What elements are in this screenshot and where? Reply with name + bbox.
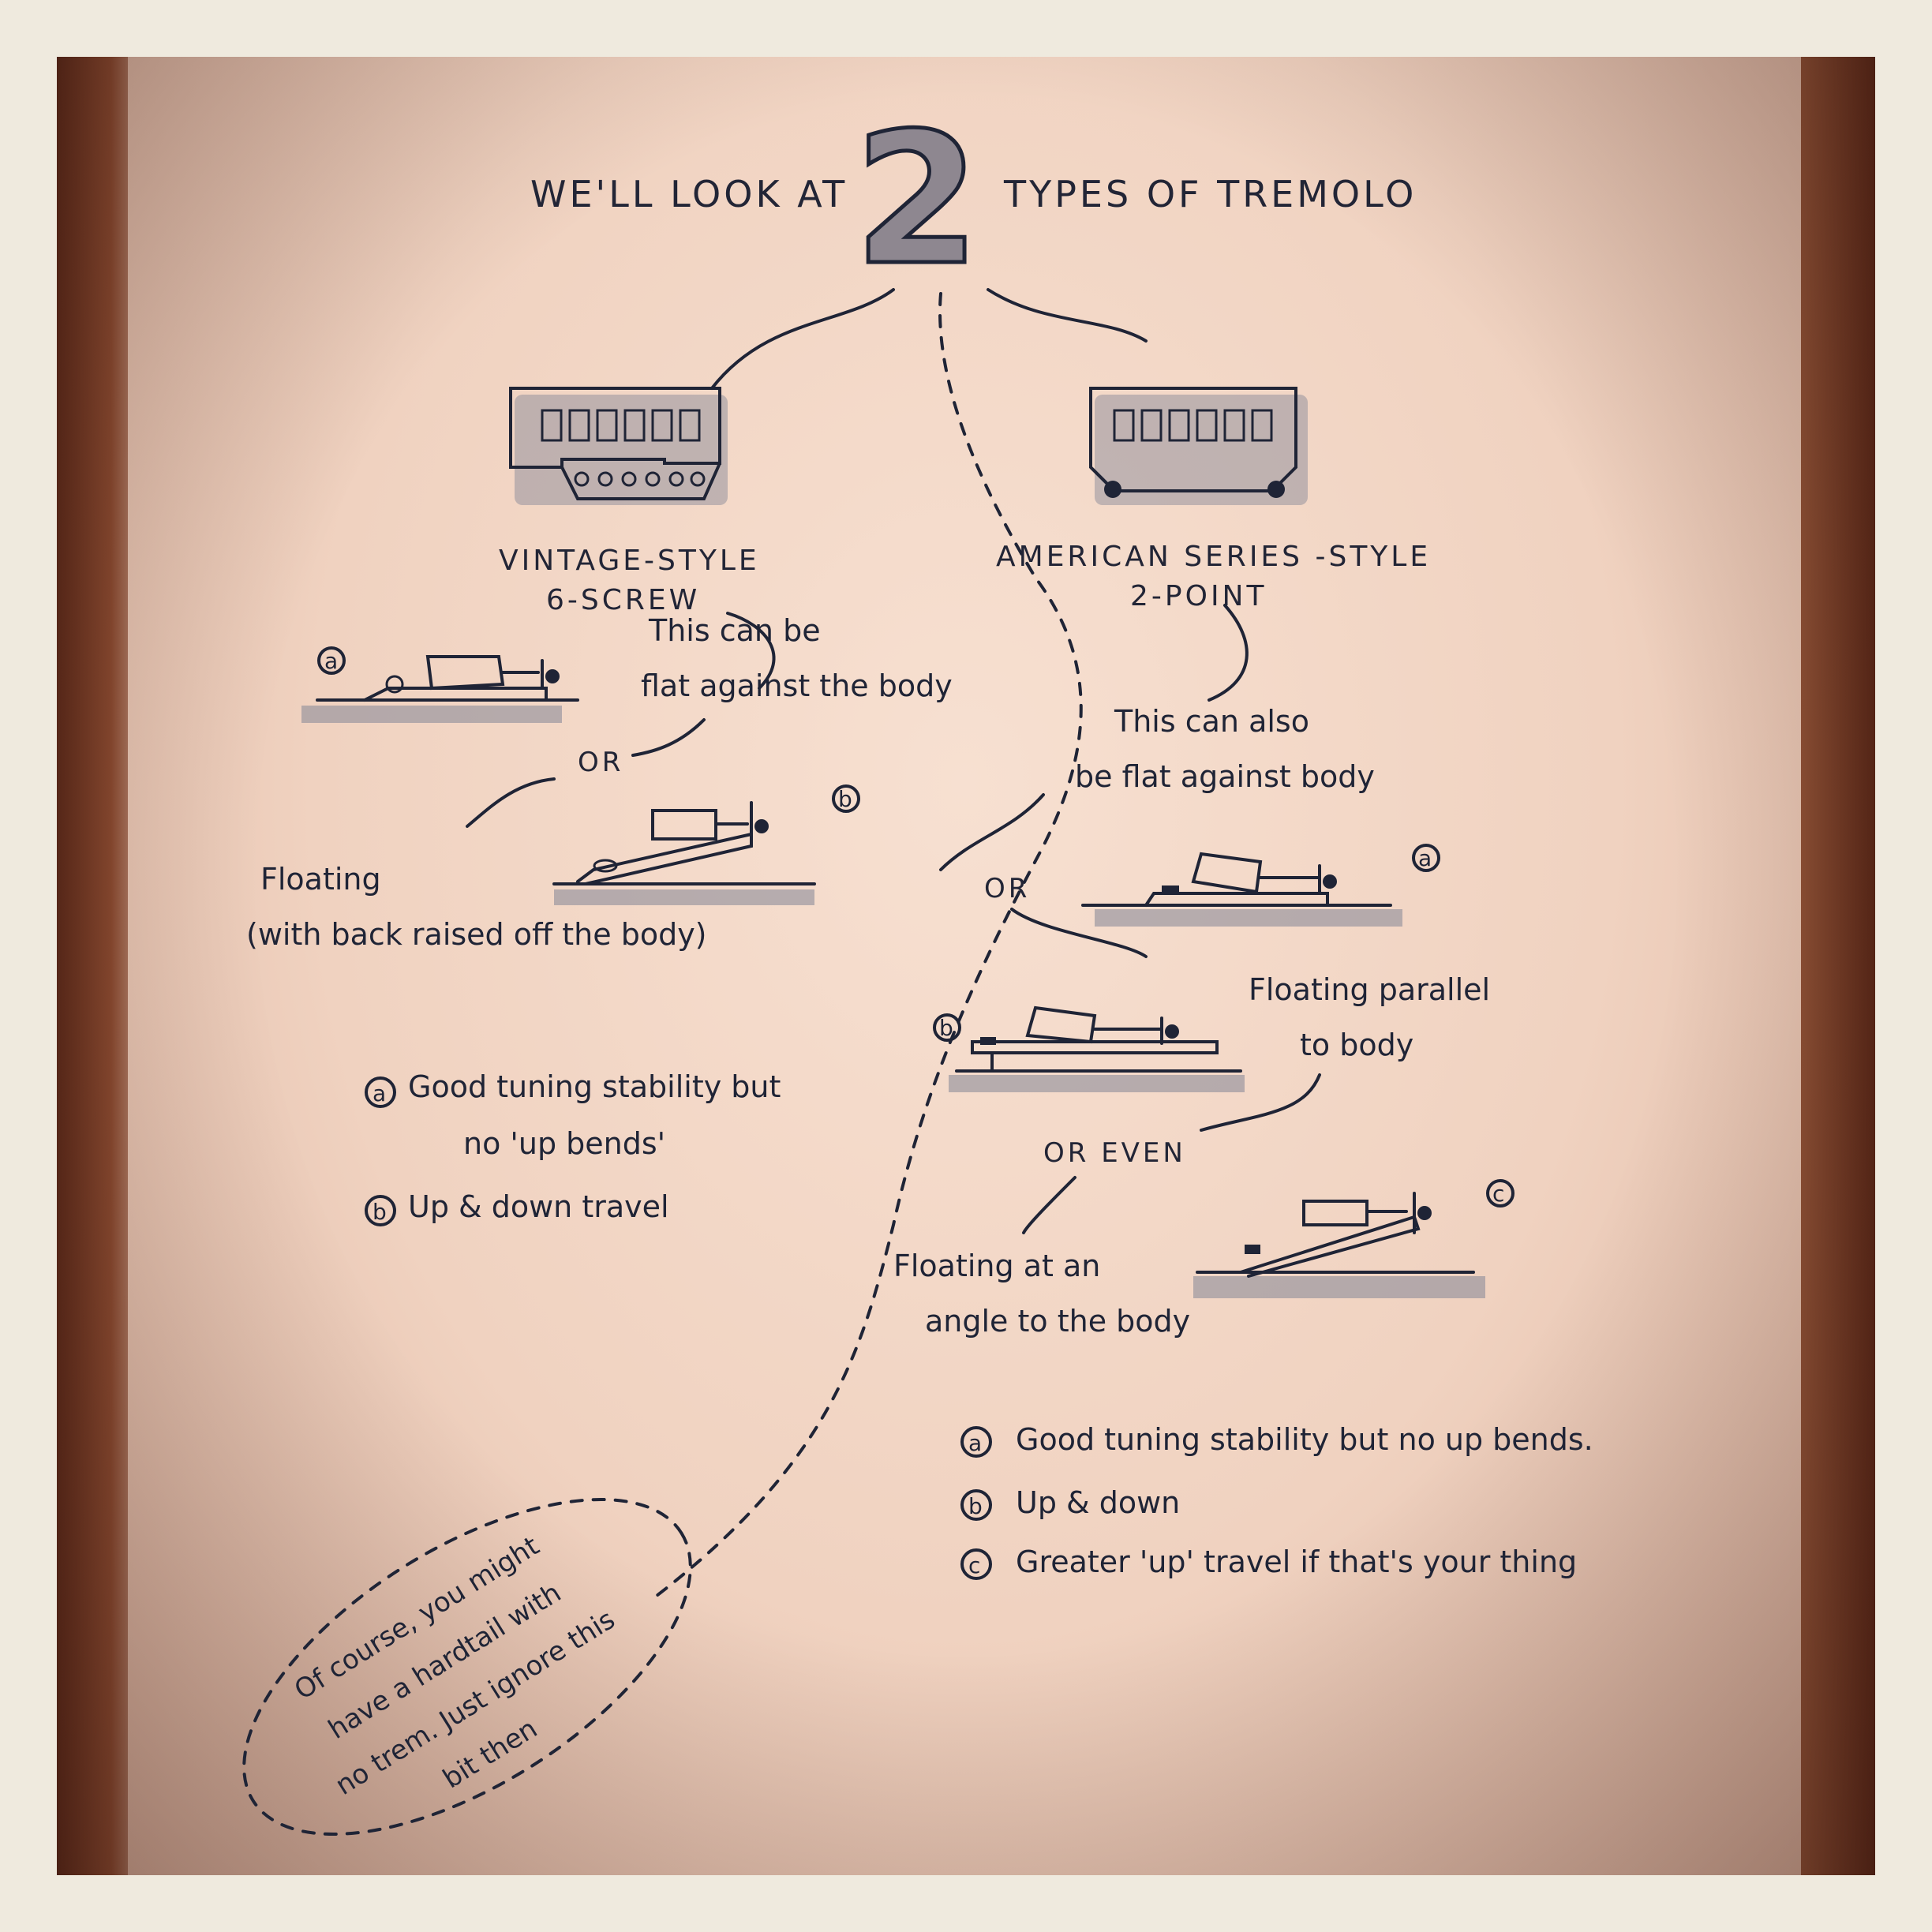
vintage-flat-line1: This can be [648,613,821,648]
branch-left-line [710,288,895,390]
hardtail-bubble: Of course, you might have a hardtail wit… [242,1498,692,1836]
american-badge-a: a [1412,844,1440,872]
american-label-line1: AMERICAN SERIES -STYLE [996,541,1431,573]
svg-text:Greater 'up' travel if that's: Greater 'up' travel if that's your thing [1016,1544,1577,1579]
american-connector-2 [939,793,1045,871]
svg-text:b: b [838,786,852,812]
svg-text:b: b [939,1015,953,1041]
hardtail-dashed-path [655,292,1083,1597]
american-flat-bridge-sketch [1081,852,1402,927]
american-connector-5 [1022,1176,1076,1234]
svg-text:b: b [968,1493,983,1519]
american-or-even: OR EVEN [1043,1137,1186,1169]
vintage-note-a: a Good tuning stability but no 'up bends… [365,1069,781,1161]
diagram-canvas: WE'LL LOOK AT 2 TYPES OF TREMOLO [242,93,1593,1836]
svg-text:c: c [1492,1181,1504,1207]
american-or: OR [984,873,1030,904]
title-number: 2 [854,95,980,305]
svg-text:no 'up bends': no 'up bends' [463,1126,665,1161]
svg-text:c: c [968,1552,980,1578]
branch-right-line [987,288,1148,343]
vintage-floating-line1: Floating [260,862,381,897]
american-flat-line1: This can also [1114,704,1309,739]
svg-text:Good tuning stability but: Good tuning stability but [408,1069,781,1104]
svg-text:Up & down travel: Up & down travel [408,1189,669,1224]
title-right: TYPES OF TREMOLO [1003,173,1417,215]
american-angle-line1: Floating at an [893,1249,1100,1283]
vintage-connector-3 [466,777,556,828]
american-badge-c: c [1486,1179,1515,1208]
vintage-note-b: b Up & down travel [365,1189,669,1226]
vintage-label-line1: VINTAGE-STYLE [499,545,760,577]
svg-text:Up & down: Up & down [1016,1485,1180,1520]
svg-text:a: a [324,648,338,674]
vintage-or: OR [578,747,623,778]
american-note-c: c Greater 'up' travel if that's your thi… [960,1544,1577,1580]
vintage-badge-b: b [832,784,860,813]
american-connector-1 [1208,604,1249,702]
american-label-line2: 2-POINT [1130,580,1267,612]
american-connector-4 [1200,1073,1321,1132]
american-note-b: b Up & down [960,1485,1180,1521]
vintage-connector-2 [631,718,706,757]
american-bridge-icon [1089,387,1308,505]
svg-text:Good tuning stability but no u: Good tuning stability but no up bends. [1016,1422,1593,1457]
american-parallel-bridge-sketch [949,1005,1245,1092]
vintage-label-line2: 6-SCREW [546,584,700,616]
american-parallel-line2: to body [1300,1028,1413,1062]
vintage-floating-line2: (with back raised off the body) [246,917,707,952]
vintage-floating-bridge-sketch [552,801,816,905]
american-parallel-line1: Floating parallel [1249,972,1490,1007]
american-flat-line2: be flat against body [1075,759,1375,794]
svg-text:a: a [968,1430,982,1456]
svg-text:b: b [373,1199,387,1225]
photo: WE'LL LOOK AT 2 TYPES OF TREMOLO [57,57,1875,1875]
american-badge-b: b [933,1013,961,1042]
title: WE'LL LOOK AT 2 TYPES OF TREMOLO [530,93,1417,308]
american-angle-bridge-sketch [1193,1192,1485,1298]
svg-text:a: a [373,1080,386,1106]
vintage-flat-line2: flat against the body [641,668,953,703]
vintage-badge-a: a [317,646,346,675]
vintage-connector-1 [726,612,776,690]
american-connector-3 [1010,908,1148,958]
american-angle-line2: angle to the body [925,1304,1190,1339]
american-note-a: a Good tuning stability but no up bends. [960,1422,1593,1458]
svg-text:a: a [1418,845,1432,871]
vintage-flat-bridge-sketch [301,655,579,723]
title-left: WE'LL LOOK AT [530,173,848,215]
vintage-bridge-icon [509,387,728,505]
